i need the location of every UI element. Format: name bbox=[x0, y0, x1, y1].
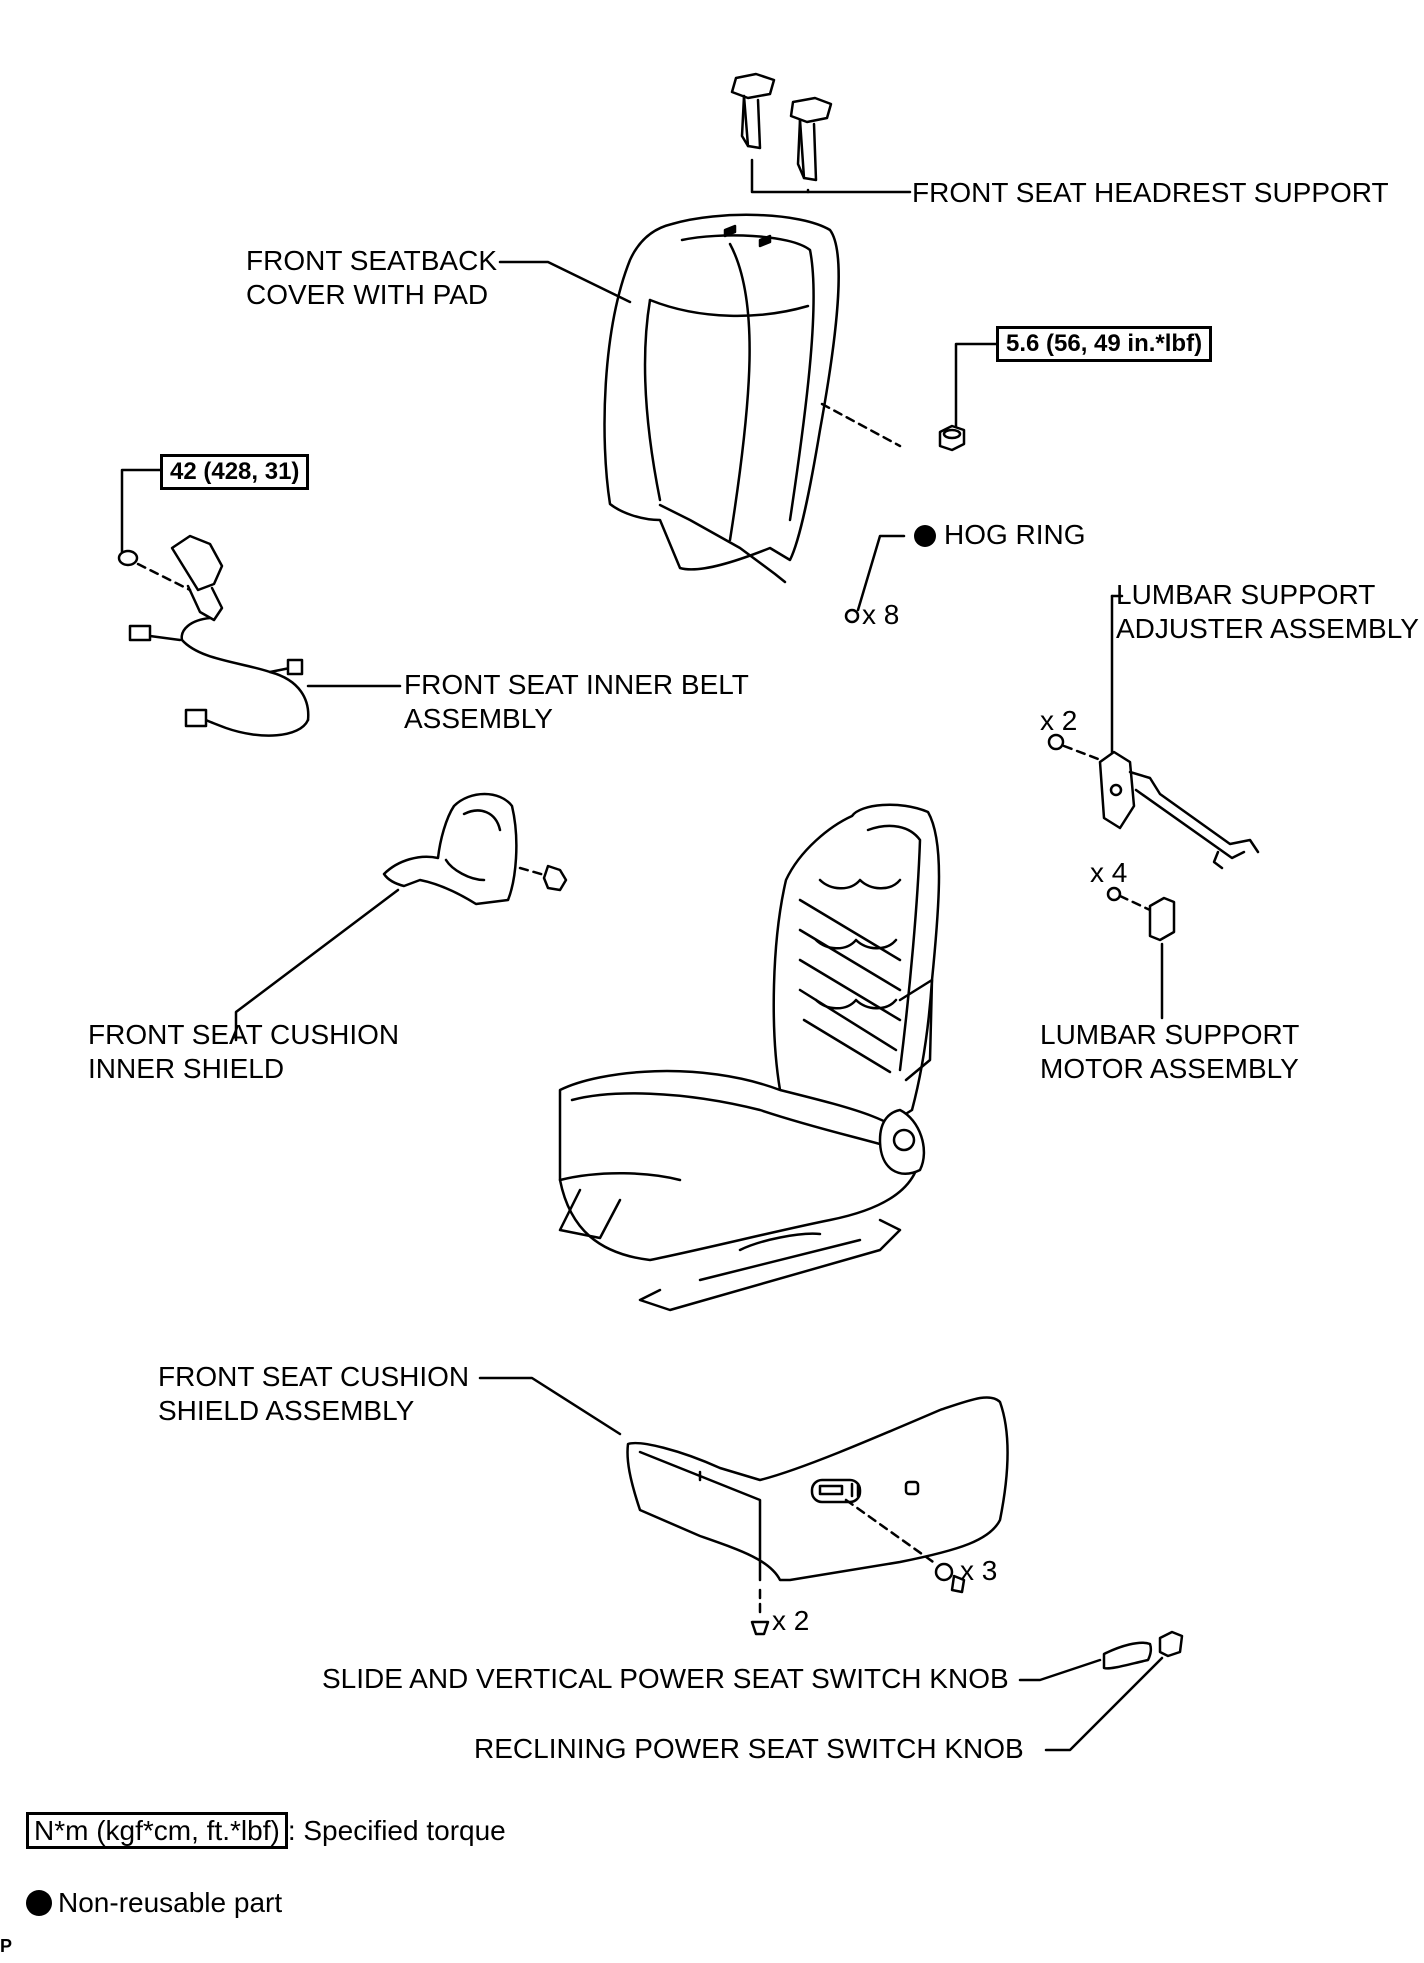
torque-belt-bolt: 42 (428, 31) bbox=[160, 454, 310, 490]
label-hog-ring-qty: x 8 bbox=[862, 599, 900, 630]
inner-belt-drawing bbox=[117, 468, 402, 737]
label-cushion-shield-line2: SHIELD ASSEMBLY bbox=[158, 1395, 415, 1426]
switch-knobs-drawing bbox=[1018, 1630, 1184, 1752]
legend-torque-unit: N*m (kgf*cm, ft.*lbf) bbox=[26, 1812, 288, 1849]
seatback-nut-drawing bbox=[938, 424, 966, 452]
cushion-inner-shield-drawing bbox=[234, 792, 568, 1042]
label-shield-clip-qty: x 2 bbox=[772, 1605, 810, 1636]
label-lumbar-adjuster-line2: ADJUSTER ASSEMBLY bbox=[1116, 613, 1419, 644]
label-reclining-knob: RECLINING POWER SEAT SWITCH KNOB bbox=[474, 1733, 1024, 1764]
cushion-shield-drawing bbox=[478, 1376, 1009, 1636]
seatback-leaders bbox=[498, 260, 998, 448]
label-inner-belt-line1: FRONT SEAT INNER BELT bbox=[404, 669, 749, 700]
label-lumbar-motor-line2: MOTOR ASSEMBLY bbox=[1040, 1053, 1299, 1084]
label-inner-belt-line2: ASSEMBLY bbox=[404, 703, 553, 734]
lumbar-adjuster-drawing bbox=[1047, 594, 1260, 870]
label-lumbar-adjuster-line1: LUMBAR SUPPORT bbox=[1116, 579, 1376, 610]
label-slide-knob: SLIDE AND VERTICAL POWER SEAT SWITCH KNO… bbox=[322, 1663, 1009, 1694]
seat-frame-drawing bbox=[558, 803, 941, 1312]
legend-non-reusable-text: Non-reusable part bbox=[58, 1887, 283, 1918]
label-seatback-cover-line1: FRONT SEATBACK bbox=[246, 245, 498, 276]
legend-torque-desc: : Specified torque bbox=[287, 1815, 506, 1846]
seatback-cover-drawing bbox=[603, 213, 840, 584]
label-cushion-inner-shield-line2: INNER SHIELD bbox=[88, 1053, 285, 1084]
torque-seatback-nut: 5.6 (56, 49 in.*lbf) bbox=[996, 326, 1213, 362]
label-shield-screw-qty: x 3 bbox=[960, 1555, 998, 1586]
legend-non-reusable: Non-reusable part bbox=[26, 1886, 282, 1920]
label-hog-ring: HOG RING bbox=[944, 519, 1086, 550]
label-headrest-support: FRONT SEAT HEADREST SUPPORT bbox=[912, 177, 1389, 208]
label-lumbar-motor-line1: LUMBAR SUPPORT bbox=[1040, 1019, 1300, 1050]
label-cushion-inner-shield-line1: FRONT SEAT CUSHION bbox=[88, 1019, 400, 1050]
lumbar-motor-drawing bbox=[1106, 886, 1176, 1020]
hog-ring-drawing bbox=[844, 525, 936, 624]
label-lumbar-motor-qty: x 4 bbox=[1090, 857, 1128, 888]
corner-mark: P bbox=[0, 1936, 13, 1956]
headrest-support-drawing bbox=[730, 72, 912, 194]
non-reusable-dot-icon bbox=[26, 1890, 52, 1916]
label-cushion-shield-line1: FRONT SEAT CUSHION bbox=[158, 1361, 470, 1392]
label-lumbar-adjuster-qty: x 2 bbox=[1040, 705, 1078, 736]
legend-torque: N*m (kgf*cm, ft.*lbf): Specified torque bbox=[26, 1812, 506, 1849]
label-seatback-cover-line2: COVER WITH PAD bbox=[246, 279, 489, 310]
